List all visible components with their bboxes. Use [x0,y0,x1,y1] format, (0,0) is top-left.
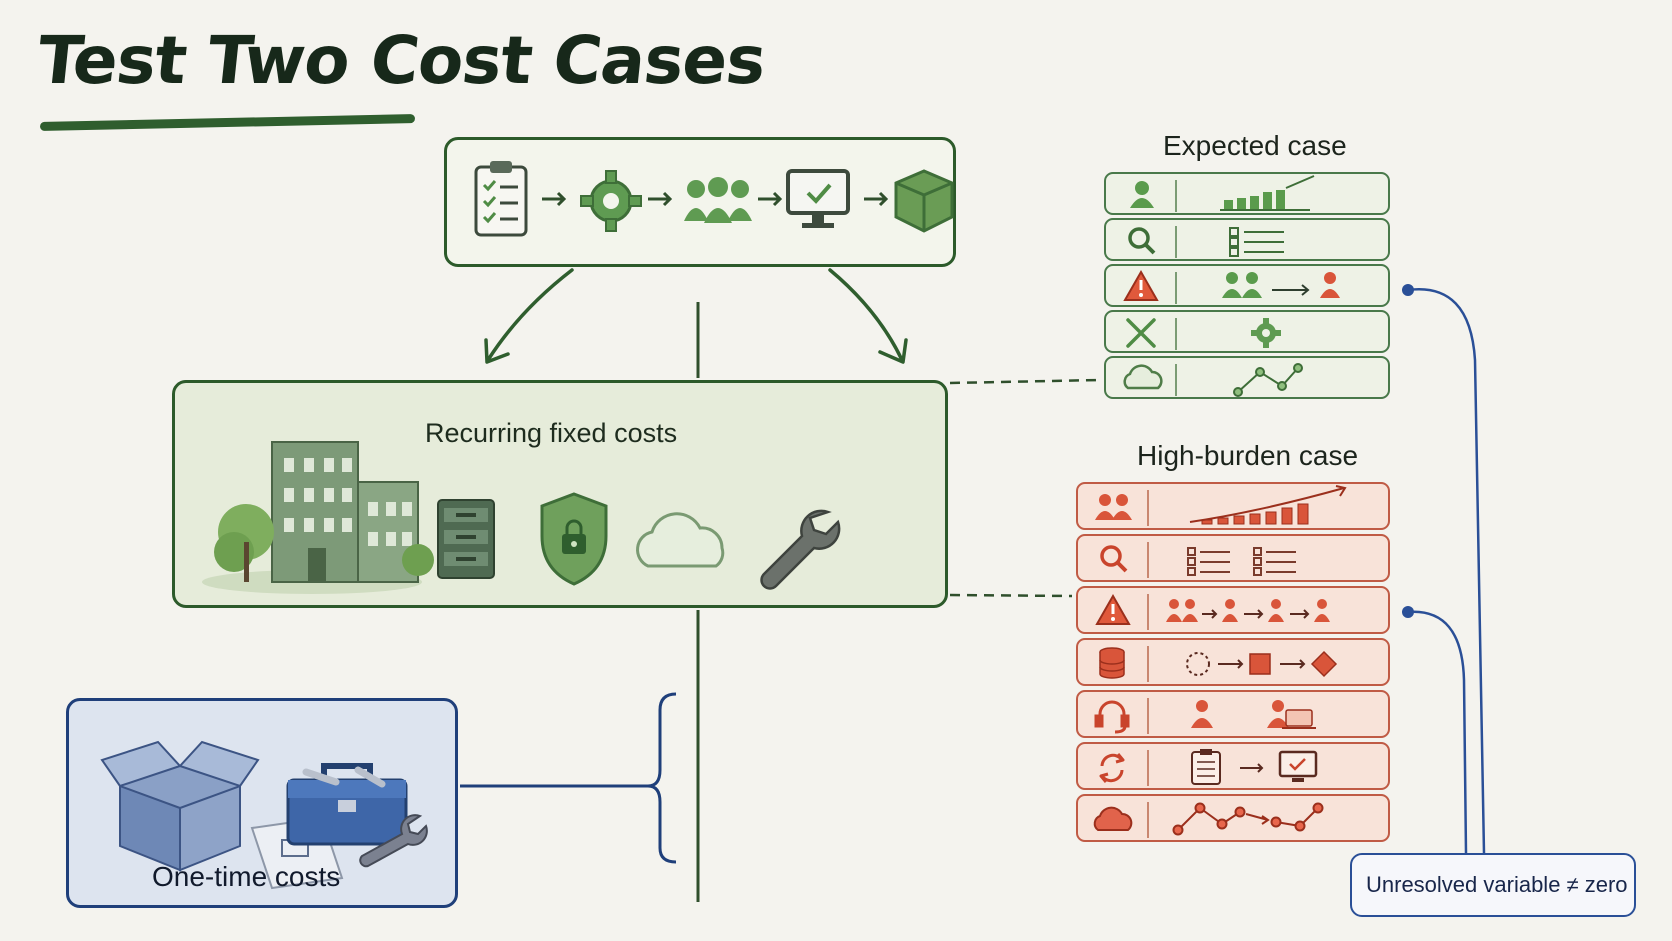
high-burden-row-sync-graphic [1099,749,1318,786]
expected-row-search [1104,218,1390,261]
expected-row-user [1104,172,1390,215]
office-building-icon [202,441,434,594]
high-burden-row-users [1076,482,1390,530]
high-burden-row-sync [1076,742,1390,790]
dashed-circle-icon [1186,652,1210,676]
arrow-left-branch [486,268,574,362]
open-box-icon [100,740,260,872]
user-icon [1191,700,1213,728]
high-burden-row-search [1076,534,1390,582]
checklist [1229,227,1284,257]
growth-bars [1224,190,1285,210]
server-icon [437,499,495,579]
security-shield-icon [540,492,608,586]
user-handoff-chain [1166,599,1330,622]
one-time-costs-box: One-time costs [66,698,458,908]
package-icon [894,169,954,233]
arrow-right-branch [828,268,904,362]
clipboard-icon [1191,749,1221,785]
double-checklist [1187,547,1296,576]
gear-icon [1251,318,1281,348]
expected-row-tools [1104,310,1390,353]
high-burden-row-database [1076,638,1390,686]
expected-row-search-graphic [1128,226,1284,258]
line-expected-to-note [1407,288,1486,854]
high-burden-row-warning [1076,586,1390,634]
monitor-check-icon [1278,750,1318,782]
wrench-icon [760,509,841,590]
database-icon [1099,647,1125,679]
expected-row-warning-graphic [1123,269,1340,304]
clipboard-checklist-icon [474,161,528,237]
cloud-icon [636,512,725,568]
one-time-icons [100,740,428,890]
expected-row-cloud [1104,356,1390,399]
dashed-link-expected [949,378,1101,385]
users-icon [1095,494,1132,520]
line-high-to-note [1407,610,1468,854]
high-burden-row-cloud [1076,794,1390,842]
arrow-icon [864,191,889,207]
cloud-icon [1093,806,1133,831]
expected-case-heading: Expected case [1163,130,1347,161]
sync-icon [1099,753,1125,783]
steep-growth-bars [1201,503,1309,525]
user-laptop-icon [1267,700,1316,729]
headset-icon [1094,700,1130,734]
high-burden-row-warning-graphic [1095,593,1330,630]
arrow-icon [542,191,567,207]
monitor-check-icon [786,169,850,228]
warning-icon [1123,269,1159,301]
expected-row-cloud-graphic [1123,363,1303,397]
arrow-icon [758,191,783,207]
extended-network-path [1172,802,1324,836]
recurring-icons [202,441,841,594]
high-burden-row-database-graphic [1099,646,1338,682]
search-icon [1128,227,1156,255]
unresolved-variable-label: Unresolved variable ≠ zero [1366,872,1628,897]
user-icon [1320,272,1340,298]
cloud-icon [1123,364,1163,390]
expected-row-user-graphic [1130,175,1315,212]
user-icon [1130,181,1154,208]
network-path [1233,363,1303,397]
tools-icon [1126,318,1156,348]
two-users-icon [1222,272,1262,298]
high-burden-row-support [1076,690,1390,738]
arrow-right-head [878,338,908,364]
high-burden-row-support-graphic [1094,698,1316,734]
warning-icon [1095,593,1131,625]
one-time-costs-label: One-time costs [152,861,341,892]
square-icon [1249,653,1271,675]
recurring-costs-label: Recurring fixed costs [425,418,678,448]
high-burden-row-users-graphic [1095,485,1347,526]
dashed-link-high-burden [949,593,1073,598]
toolbox-icon [286,763,408,846]
expected-row-tools-graphic [1126,318,1281,350]
arrow-left-head [484,338,510,364]
process-flow-box [444,137,956,267]
unresolved-variable-note [1350,853,1636,917]
expected-row-warning [1104,264,1390,307]
arrow-icon [648,191,673,207]
onetime-bracket [647,692,677,864]
team-icon [684,177,752,223]
diamond-icon [1310,650,1338,678]
recurring-costs-box: Recurring fixed costs [172,380,948,608]
search-icon [1100,545,1128,573]
high-burden-row-cloud-graphic [1093,802,1324,838]
process-flow [474,161,954,237]
high-burden-row-search-graphic [1100,542,1296,578]
high-burden-case-heading: High-burden case [1137,440,1359,471]
wrench-icon [359,814,428,868]
gear-icon [580,170,642,232]
